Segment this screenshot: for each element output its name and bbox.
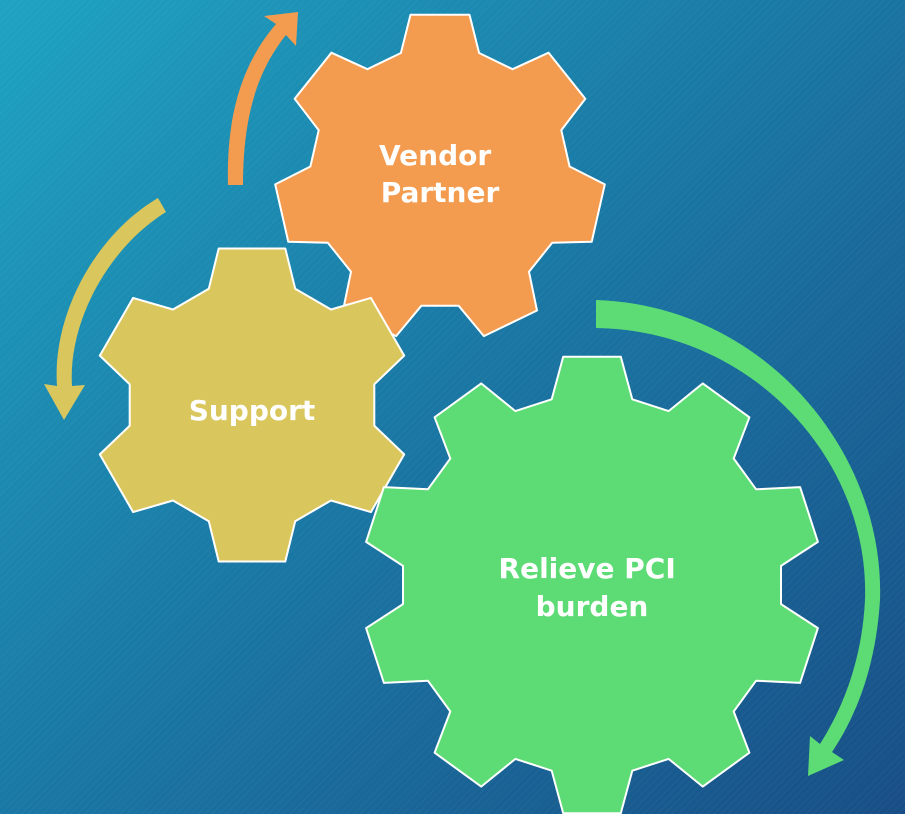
relieve-pci-line-1: Relieve PCI xyxy=(499,552,676,585)
relieve-pci-gear-icon xyxy=(365,355,819,814)
gear-vendor-partner: Vendor Partner xyxy=(274,13,606,338)
gear-relieve-pci: Relieve PCI burden xyxy=(365,355,819,814)
vendor-partner-gear-icon xyxy=(274,13,606,338)
orange-cycle-arrow xyxy=(227,12,298,185)
cycle-arrows xyxy=(44,12,881,776)
support-gear-icon xyxy=(98,247,406,563)
vendor-partner-line-2: Partner xyxy=(381,176,500,209)
relieve-pci-label: Relieve PCI burden xyxy=(499,552,686,623)
vendor-partner-line-1: Vendor xyxy=(379,139,491,172)
support-label: Support xyxy=(189,394,316,427)
support-line-1: Support xyxy=(189,394,316,427)
green-cycle-arrow xyxy=(596,300,881,776)
yellow-cycle-arrow xyxy=(44,198,166,420)
relieve-pci-line-2: burden xyxy=(536,590,649,623)
gear-support: Support xyxy=(98,247,406,563)
vendor-partner-label: Vendor Partner xyxy=(379,139,501,209)
